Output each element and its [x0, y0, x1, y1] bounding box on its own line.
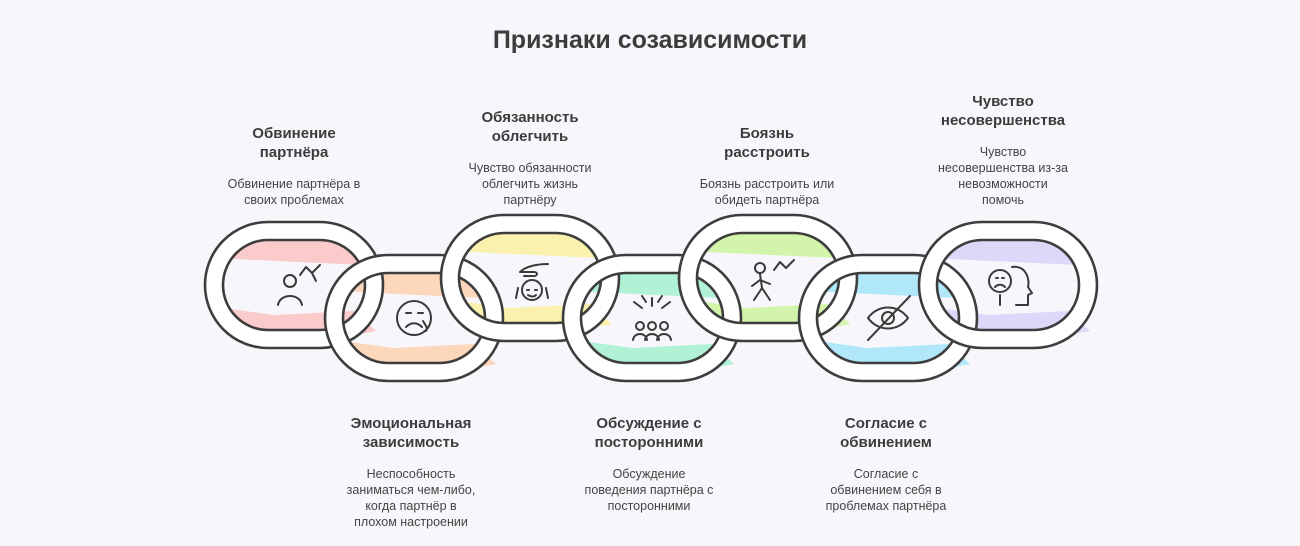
link-outline-outer — [677, 213, 859, 343]
link-outline-outer — [323, 253, 505, 383]
link-fill — [325, 255, 503, 381]
link-heading: Боязнь расстроить — [724, 125, 810, 161]
link-description: Чувство обязанности облегчить жизнь парт… — [468, 161, 592, 207]
link-outline-outer — [917, 220, 1099, 350]
people-group-icon — [632, 295, 672, 341]
icons-layer — [277, 259, 1033, 341]
worried-head-icon — [988, 265, 1033, 306]
helping-hand-icon — [515, 263, 549, 301]
person-running-icon — [277, 264, 321, 306]
link-description: Чувство несовершенства из-за невозможнос… — [938, 145, 1068, 207]
link-outline-inner — [815, 271, 961, 365]
link-outline-outer — [439, 213, 621, 343]
label-block-1: Эмоциональная зависимость Неспособность … — [316, 414, 506, 530]
link-heading: Согласие с обвинением — [840, 415, 932, 451]
link-description: Обсуждение поведения партнёра с посторон… — [584, 467, 714, 513]
label-block-6: Чувство несовершенства Чувство несоверше… — [908, 92, 1098, 208]
label-block-3: Обсуждение с посторонними Обсуждение пов… — [554, 414, 744, 514]
label-block-0: Обвинение партнёра Обвинение партнёра в … — [199, 124, 389, 208]
link-fill — [919, 222, 1097, 348]
link-fill — [441, 215, 619, 341]
person-walking-icon — [751, 259, 795, 301]
page-title: Признаки созависимости — [492, 26, 808, 54]
link-heading: Обязанность облегчить — [481, 109, 579, 145]
link-outline-inner — [221, 238, 367, 332]
link-fill — [679, 215, 857, 341]
link-heading: Эмоциональная зависимость — [350, 415, 472, 451]
link-outline-outer — [203, 220, 385, 350]
link-description: Боязнь расстроить или обидеть партнёра — [699, 177, 835, 207]
link-heading: Обвинение партнёра — [252, 125, 336, 161]
eye-off-icon — [867, 295, 911, 341]
chain-link-0 — [203, 220, 385, 350]
link-outline-outer — [561, 253, 743, 383]
link-description: Неспособность заниматься чем-либо, когда… — [346, 467, 476, 529]
link-heading: Обсуждение с посторонними — [594, 415, 704, 451]
link-outline-outer — [797, 253, 979, 383]
chain-link-5 — [797, 253, 979, 383]
chain-links-layer — [203, 213, 1099, 383]
label-block-2: Обязанность облегчить Чувство обязанност… — [435, 108, 625, 208]
sad-face-icon — [396, 300, 432, 336]
link-description: Согласие с обвинением себя в проблемах п… — [825, 467, 947, 513]
link-heading: Чувство несовершенства — [940, 93, 1066, 129]
link-fill — [563, 255, 741, 381]
link-outline-inner — [935, 238, 1081, 332]
link-description: Обвинение партнёра в своих проблемах — [227, 177, 361, 207]
link-fill — [799, 255, 977, 381]
label-block-4: Боязнь расстроить Боязнь расстроить или … — [672, 124, 862, 208]
link-fill — [205, 222, 383, 348]
label-block-5: Согласие с обвинением Согласие с обвинен… — [791, 414, 981, 514]
chain-link-6 — [917, 220, 1099, 350]
